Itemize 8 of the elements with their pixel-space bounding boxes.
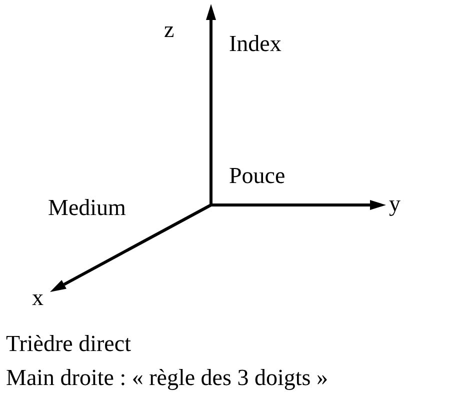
finger-label: Index [229,30,282,58]
caption-text: Main droite : « règle des 3 doigts » [6,364,328,392]
finger-label: Medium [48,194,126,222]
finger-label: Pouce [229,162,286,190]
axis-label: z [164,16,174,44]
caption-text: Trièdre direct [6,330,131,358]
axis-label: y [389,190,400,218]
axis-label: x [32,284,44,312]
